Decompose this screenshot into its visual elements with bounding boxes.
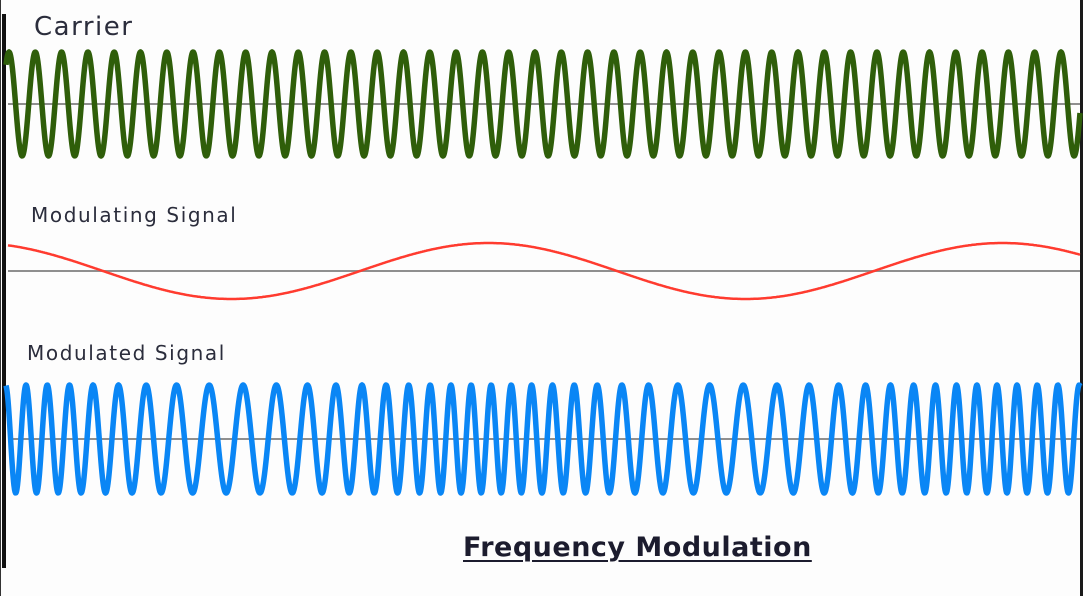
modulating-wave xyxy=(7,241,1081,301)
modulated-signal-label: Modulated Signal xyxy=(27,341,226,365)
diagram-title: Frequency Modulation xyxy=(463,532,812,563)
right-border xyxy=(1080,0,1083,596)
left-edge-line xyxy=(0,0,1,596)
carrier-wave xyxy=(3,49,1083,159)
modulating-signal-label: Modulating Signal xyxy=(31,203,238,227)
carrier-label: Carrier xyxy=(34,12,134,42)
modulated-wave xyxy=(3,382,1083,496)
left-border xyxy=(2,14,6,568)
